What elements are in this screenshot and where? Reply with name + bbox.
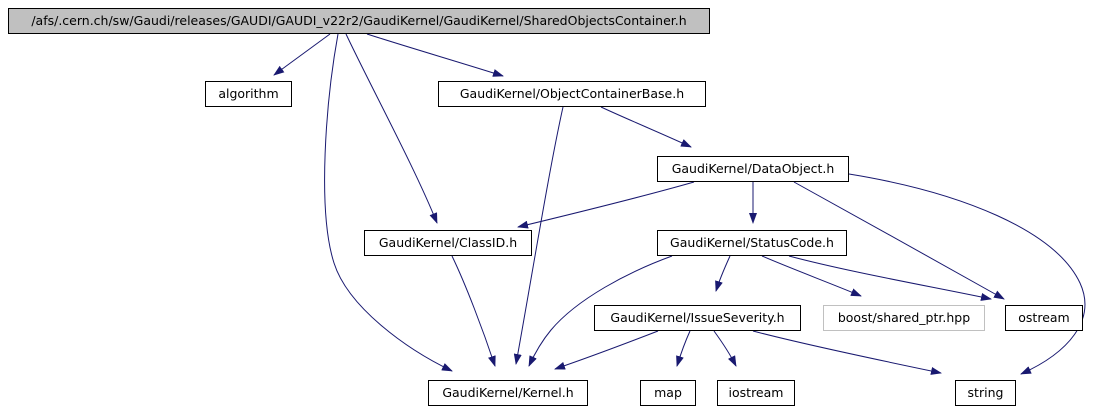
node-issue-severity[interactable]: GaudiKernel/IssueSeverity.h	[594, 305, 801, 331]
node-data-object[interactable]: GaudiKernel/DataObject.h	[657, 156, 849, 182]
node-string: string	[955, 380, 1016, 406]
node-object-container-base[interactable]: GaudiKernel/ObjectContainerBase.h	[438, 81, 706, 107]
edge-shared-objects-container-to-class-id	[345, 33, 438, 224]
edge-class-id-to-kernel	[451, 255, 496, 367]
edge-shared-objects-container-to-kernel	[324, 33, 453, 372]
edge-data-object-to-ostream	[793, 181, 1005, 300]
node-map: map	[640, 380, 696, 406]
edge-status-code-to-boost-shared-ptr	[761, 255, 862, 297]
edge-issue-severity-to-iostream	[713, 330, 737, 367]
edge-shared-objects-container-to-object-container-base	[366, 33, 504, 77]
edge-issue-severity-to-kernel	[554, 330, 659, 370]
edge-issue-severity-to-map	[676, 330, 691, 367]
node-class-id[interactable]: GaudiKernel/ClassID.h	[364, 230, 532, 256]
edge-object-container-base-to-kernel	[513, 106, 564, 365]
node-ostream: ostream	[1005, 305, 1083, 331]
edge-status-code-to-issue-severity	[715, 255, 731, 292]
node-algorithm: algorithm	[205, 81, 292, 107]
edge-status-code-to-kernel	[528, 255, 673, 367]
node-boost-shared-ptr: boost/shared_ptr.hpp	[823, 305, 985, 331]
node-iostream: iostream	[717, 380, 795, 406]
edge-object-container-base-to-data-object	[600, 106, 692, 148]
edge-data-object-to-string	[848, 173, 1086, 375]
node-shared-objects-container: /afs/.cern.ch/sw/Gaudi/releases/GAUDI/GA…	[8, 8, 710, 34]
edge-shared-objects-container-to-algorithm	[273, 33, 331, 76]
edge-issue-severity-to-string	[752, 330, 942, 375]
edge-data-object-to-class-id	[517, 181, 695, 229]
node-status-code[interactable]: GaudiKernel/StatusCode.h	[657, 230, 847, 256]
node-kernel[interactable]: GaudiKernel/Kernel.h	[428, 380, 588, 406]
edge-status-code-to-ostream	[788, 255, 992, 301]
